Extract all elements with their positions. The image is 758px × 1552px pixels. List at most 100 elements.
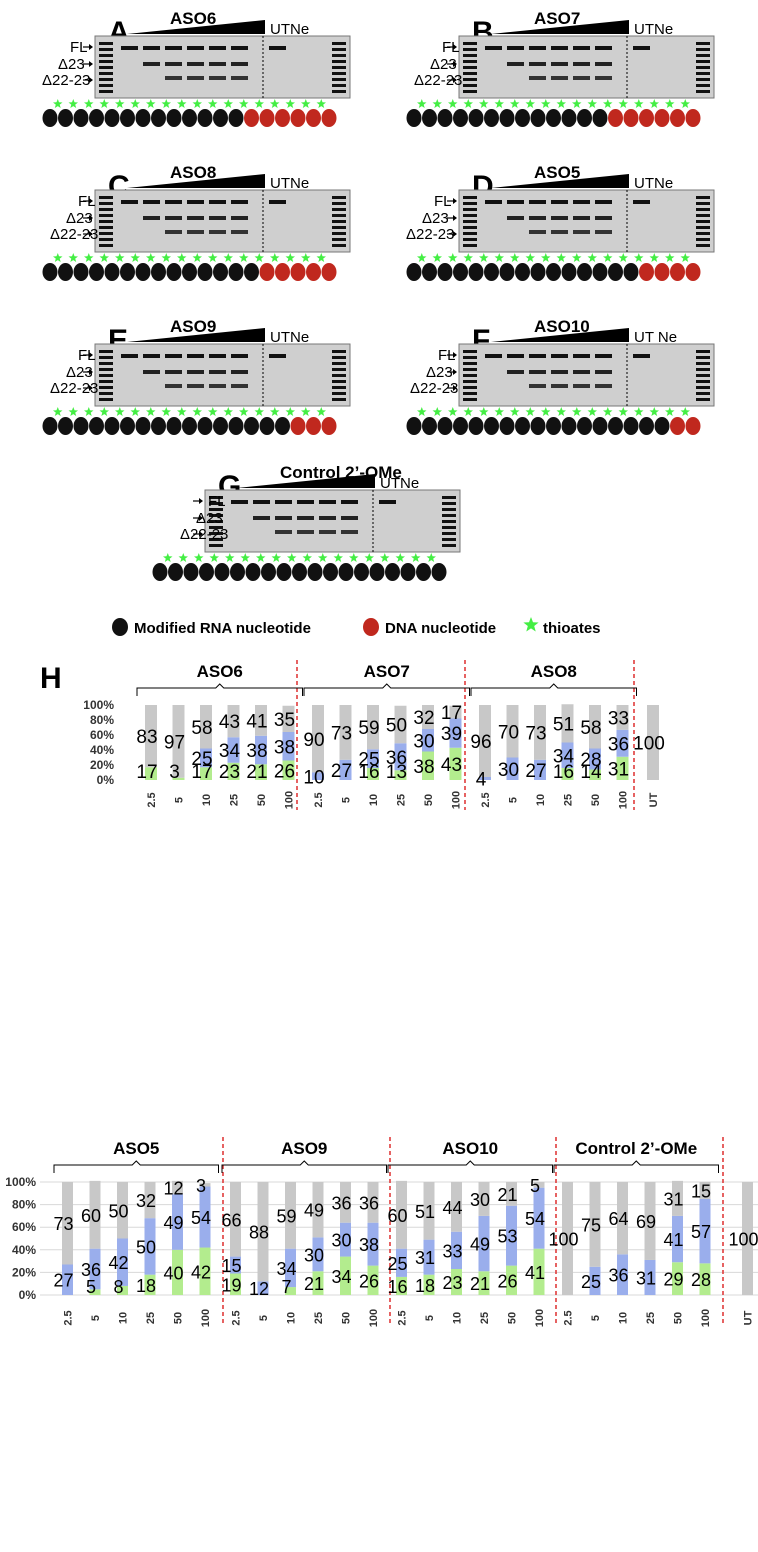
data-label-blue: 25 xyxy=(191,749,212,770)
band-label-d2223: Δ22-23 xyxy=(50,226,98,243)
band-d2223 xyxy=(529,76,546,80)
y-tick-label: 100% xyxy=(5,1175,36,1189)
data-label-blue: 4 xyxy=(476,770,487,791)
band-ut xyxy=(379,500,396,504)
bar-segment-gray xyxy=(172,1180,183,1195)
thioate-star xyxy=(53,407,63,416)
data-label-gray: 15 xyxy=(691,1181,711,1201)
lane-labels: UTNe xyxy=(270,175,309,192)
band-fl xyxy=(507,200,524,204)
dna-nucleotide xyxy=(290,263,306,281)
band-d23 xyxy=(231,370,248,374)
modified-rna-nucleotide xyxy=(182,109,197,127)
thioate-star xyxy=(680,253,690,262)
data-label-gray: 66 xyxy=(221,1210,241,1230)
x-tick-label: 25 xyxy=(229,794,241,806)
thioate-star xyxy=(316,253,326,262)
data-label-green: 21 xyxy=(304,1274,324,1294)
thioate-star xyxy=(256,553,266,562)
modified-rna-nucleotide xyxy=(292,563,307,581)
dose-wedge xyxy=(491,20,629,34)
data-label-gray: 17 xyxy=(441,703,462,724)
ladder-band xyxy=(332,368,346,371)
band-d2223 xyxy=(187,230,204,234)
group-bracket xyxy=(387,1160,553,1173)
data-label-gray: 96 xyxy=(470,732,491,753)
x-tick-label: 2.5 xyxy=(231,1310,243,1325)
bar-segment-green xyxy=(144,1274,156,1295)
modified-rna-nucleotide xyxy=(468,109,484,127)
band-fl xyxy=(485,200,502,204)
thioate-star xyxy=(115,253,125,262)
modified-rna-nucleotide xyxy=(42,417,58,435)
data-label-blue: 38 xyxy=(246,741,267,762)
modified-rna-nucleotide xyxy=(151,263,166,281)
data-label-blue: 27 xyxy=(53,1271,73,1291)
data-label-gray: 50 xyxy=(108,1201,128,1221)
band-fl xyxy=(595,354,612,358)
ladder-band xyxy=(696,78,710,81)
data-label-green: 31 xyxy=(608,759,629,780)
data-label-gray: 12 xyxy=(163,1179,183,1199)
arrow-head xyxy=(89,231,93,237)
thioate-star xyxy=(349,553,359,562)
data-label-blue: 30 xyxy=(304,1245,324,1265)
x-tick-label: 50 xyxy=(673,1312,685,1324)
lane-labels: UTNe xyxy=(270,21,309,38)
data-label-blue: 27 xyxy=(525,761,546,782)
bar-segment-gray xyxy=(562,1182,573,1295)
dna-nucleotide xyxy=(306,263,321,281)
thioate-star xyxy=(163,553,173,562)
data-label-gray: 51 xyxy=(415,1202,435,1222)
lane-labels: UTNe xyxy=(634,21,673,38)
thioate-star xyxy=(448,407,458,416)
dose-wedge xyxy=(127,328,265,342)
x-tick-label: 100 xyxy=(284,791,296,809)
thioate-star xyxy=(463,407,473,416)
gel-title: ASO6 xyxy=(170,9,216,28)
band-d23 xyxy=(297,516,314,520)
bar-segment-gray xyxy=(742,1182,753,1295)
legend-dna-icon xyxy=(363,618,379,636)
ladder-band xyxy=(463,398,477,401)
band-ut xyxy=(269,200,286,204)
bar-segment-gray xyxy=(339,705,352,760)
thioate-star xyxy=(417,407,427,416)
thioate-star xyxy=(177,99,187,108)
ladder-band xyxy=(99,392,113,395)
data-label-blue: 54 xyxy=(525,1209,545,1229)
ladder-band xyxy=(99,42,113,45)
bar-segment-green xyxy=(506,1265,517,1295)
band-d23 xyxy=(595,370,612,374)
data-label-green: 43 xyxy=(441,755,462,776)
band-fl xyxy=(297,500,314,504)
bar-segment-gray xyxy=(89,1180,101,1249)
bar-segment-green xyxy=(230,1273,241,1295)
data-label-blue: 41 xyxy=(663,1230,683,1250)
band-d23 xyxy=(595,216,612,220)
ladder-band xyxy=(696,244,710,247)
data-label-blue: 38 xyxy=(359,1235,379,1255)
dna-nucleotide xyxy=(321,417,337,435)
bar-segment-blue xyxy=(255,735,267,765)
data-label-gray: 70 xyxy=(498,722,519,743)
panel-letter: H xyxy=(40,662,62,695)
band-d23 xyxy=(231,216,248,220)
dna-nucleotide xyxy=(290,417,306,435)
ladder-band xyxy=(696,232,710,235)
bar-segment-gray xyxy=(257,1182,269,1282)
bar-segment-blue xyxy=(367,749,379,768)
arrow-head xyxy=(89,77,93,83)
band-fl xyxy=(143,200,160,204)
thioate-star xyxy=(99,407,109,416)
modified-rna-nucleotide xyxy=(592,109,608,127)
y-tick-label: 20% xyxy=(90,758,114,772)
stacked-bar-chart-2: 0%20%40%60%80%100%ASO52.5277355366010842… xyxy=(5,1137,758,1327)
ladder-band xyxy=(99,208,113,211)
data-label-gray: 75 xyxy=(581,1215,601,1235)
data-label-gray: 100 xyxy=(728,1230,758,1250)
ladder-band xyxy=(99,244,113,247)
bar-segment-blue xyxy=(506,1205,517,1266)
bar-segment-green xyxy=(367,768,379,780)
